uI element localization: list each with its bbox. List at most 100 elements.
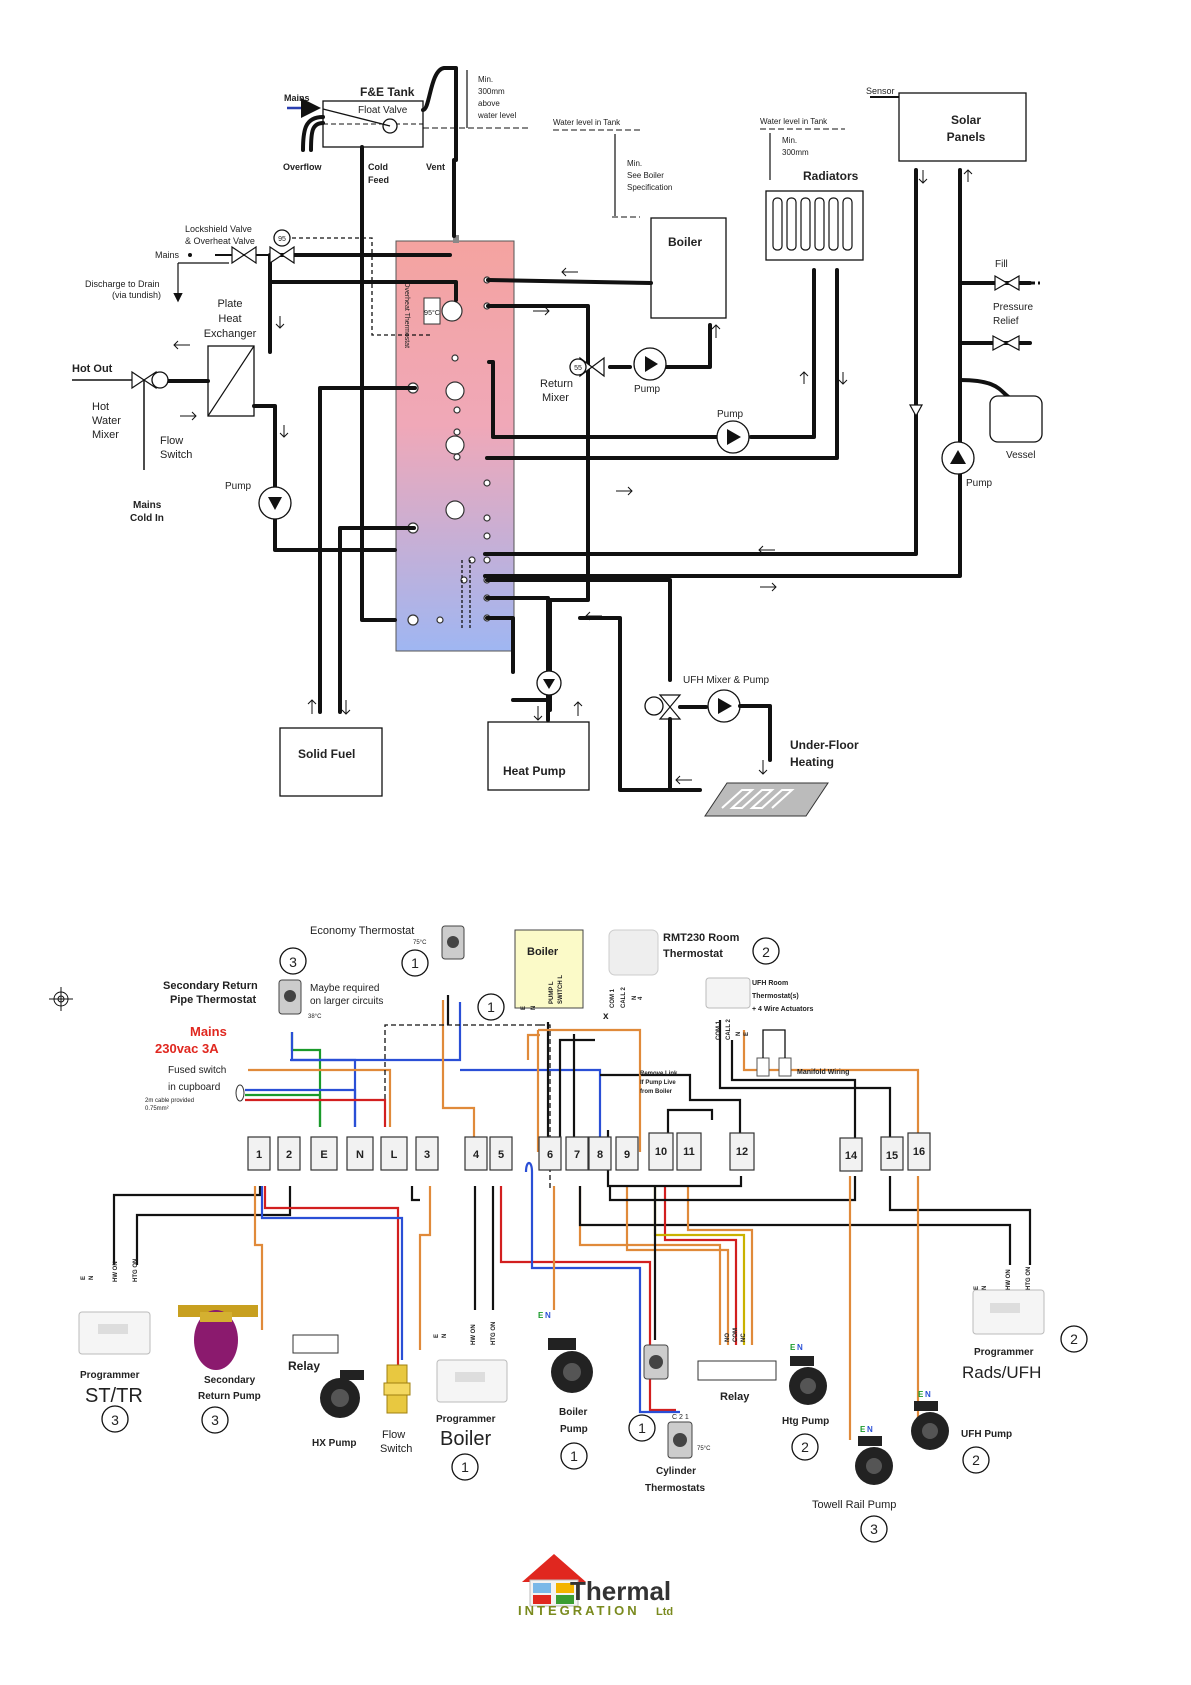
htg-term-e: E [790,1343,796,1352]
cable-note-1: 2m cable provided [145,1098,194,1104]
fe-tank-label: F&E Tank [360,85,415,99]
float-valve-label: Float Valve [358,105,408,116]
circled-econ: 1 [411,955,419,971]
ufh-term-com: COM 1 [716,1020,722,1040]
underfloor-heating-icon [704,782,829,817]
pb-term-hw: HW ON [471,1324,477,1345]
sttr-term-htg: HTG ON [133,1259,139,1282]
terminal-10: 10 [655,1146,667,1158]
relay-right-label: Relay [720,1391,750,1403]
boiler-term-n: N [531,1006,537,1010]
terminal-3: 3 [424,1149,430,1161]
ufh-room-label-1: UFH Room [752,980,788,987]
overheat-temp-label: 95°C [424,309,440,317]
min300-above-3: above [478,99,500,108]
remove-link-2: If Pump Live [640,1080,676,1086]
heat-pump-label: Heat Pump [503,764,566,778]
programmer-rads-label: Programmer [974,1347,1034,1358]
min-boiler-spec-2: See Boiler [627,171,664,180]
rmt-term-call: CALL 2 [621,986,627,1008]
rads-term-e: E [974,1286,980,1290]
water-level-label-2: Water level in Tank [760,117,828,126]
overflow-label: Overflow [283,162,323,172]
relay-term-com: COM [733,1328,739,1342]
circled-rmt: 2 [762,944,770,960]
pb-term-htg: HTG ON [491,1322,497,1345]
boiler-panel [514,929,584,1009]
programmer-sttr-label: Programmer [80,1370,140,1381]
underfloor-label-2: Heating [790,755,834,769]
radiators-label: Radiators [803,169,859,183]
cold-feed-label-2: Feed [368,175,389,185]
ufh-term-e: E [744,1032,750,1036]
mains-cold-in-2: Cold In [130,513,164,524]
discharge-label-2: (via tundish) [112,290,161,300]
hx-pump-icon [320,1370,364,1418]
sec-return-thermo-label-2: Pipe Thermostat [170,994,257,1006]
pb-term-e: E [434,1334,440,1338]
boiler-term-switch: SWITCH L [558,975,564,1004]
terminal-5: 5 [498,1149,504,1161]
towel-rail-pump-icon [855,1436,893,1485]
ufh-pump-term-n: N [925,1390,931,1399]
cable-note-2: 0.75mm² [145,1106,169,1112]
economy-thermostat-temp: 75°C [413,940,427,946]
min300-above-1: Min. [478,75,493,84]
rmt230-label-2: Thermostat [663,948,723,960]
mains-cold-in-1: Mains [133,500,162,511]
terminal-2: 2 [286,1149,292,1161]
solar-panels-label-1: Solar [951,113,981,127]
relay-term-nc: NC [741,1333,747,1342]
terminal-12: 12 [736,1146,748,1158]
relay-right-device [697,1360,777,1381]
boiler-panel-label: Boiler [527,946,559,958]
towel-term-e: E [860,1425,866,1434]
boiler-pump-label: Pump [634,384,661,395]
wiring [112,995,1032,1440]
cyl-temp: 75°C [697,1446,711,1452]
ufh-pump-label: UFH Pump [961,1429,1012,1440]
bp-term-e: E [538,1311,544,1320]
overheat-valve-temp: 95 [278,236,286,243]
lockshield-label-1: Lockshield Valve [185,224,252,234]
hot-out-label: Hot Out [72,363,113,375]
hx-pump-label: HX Pump [312,1438,356,1449]
terminal-7: 7 [574,1149,580,1161]
cyl-terms: C 2 1 [672,1414,689,1421]
sttr-term-n: N [89,1276,95,1280]
logo-line-1: Thermal [570,1576,671,1606]
ufh-term-n: N [736,1032,742,1036]
remove-link-1: Remove Link [640,1071,678,1077]
plate-hx-label-1: Plate [217,298,242,310]
sttr-term-e: E [81,1276,87,1280]
flow-switch-label-2: Switch [380,1443,412,1455]
x-mark: x [603,1011,609,1022]
heat-pump-box [487,721,590,791]
sttr-label: ST/TR [85,1385,143,1407]
terminal-l: L [391,1149,398,1161]
ufh-pump-term-e: E [918,1390,924,1399]
rmt-term-n: N [632,996,638,1000]
hw-mixer-label-3: Mixer [92,429,119,441]
bp-term-n: N [545,1311,551,1320]
economy-thermostat-label: Economy Thermostat [310,925,414,937]
terminal-strip: 1 2 E N L 3 4 5 6 7 8 9 10 11 12 14 15 1… [247,1132,931,1172]
vessel-label: Vessel [1006,450,1035,461]
solar-pump-label: Pump [966,478,993,489]
terminal-1: 1 [256,1149,262,1161]
programmer-boiler-label: Programmer [436,1414,496,1425]
return-mixer-label-1: Return [540,378,573,390]
ufh-room-label-3: + 4 Wire Actuators [752,1006,813,1013]
secondary-return-pump-icon [178,1305,258,1370]
ufh-room-label-2: Thermostat(s) [752,993,799,1000]
plumbing-diagram: 95°C Overheat Thermostat F&E Tank Float … [72,66,1043,817]
terminal-6: 6 [547,1149,553,1161]
htg-pump-label: Htg Pump [782,1416,829,1427]
pressure-relief-label-1: Pressure [993,302,1033,313]
ufh-mixer-pump-label: UFH Mixer & Pump [683,675,770,686]
boiler-term-pump: PUMP L [549,981,555,1004]
boiler-term-e: E [521,1006,527,1010]
rads-term-htg: HTG ON [1026,1267,1032,1290]
circled-prog-boiler: 1 [461,1459,469,1475]
